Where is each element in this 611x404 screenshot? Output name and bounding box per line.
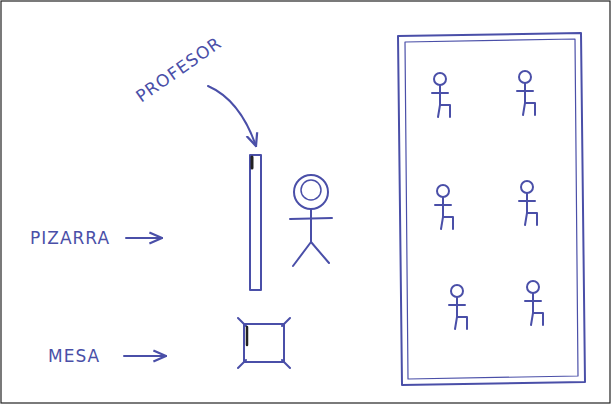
student-figure: [517, 71, 535, 115]
leader-arrow: [208, 86, 256, 146]
callout-label: PIZARRA: [30, 230, 110, 247]
student-figure: [435, 185, 453, 229]
table: [238, 318, 290, 368]
board: [250, 155, 261, 290]
student-figure: [432, 73, 450, 117]
student-figure: [519, 181, 537, 225]
students-area: [398, 33, 585, 385]
callout-label: MESA: [48, 348, 100, 365]
leader-arrow: [124, 355, 166, 357]
student-figure: [449, 285, 467, 329]
leader-arrow: [126, 237, 162, 239]
callout-label: PROFESOR: [133, 34, 225, 105]
student-figure: [525, 281, 543, 325]
teacher-figure: [290, 175, 332, 266]
